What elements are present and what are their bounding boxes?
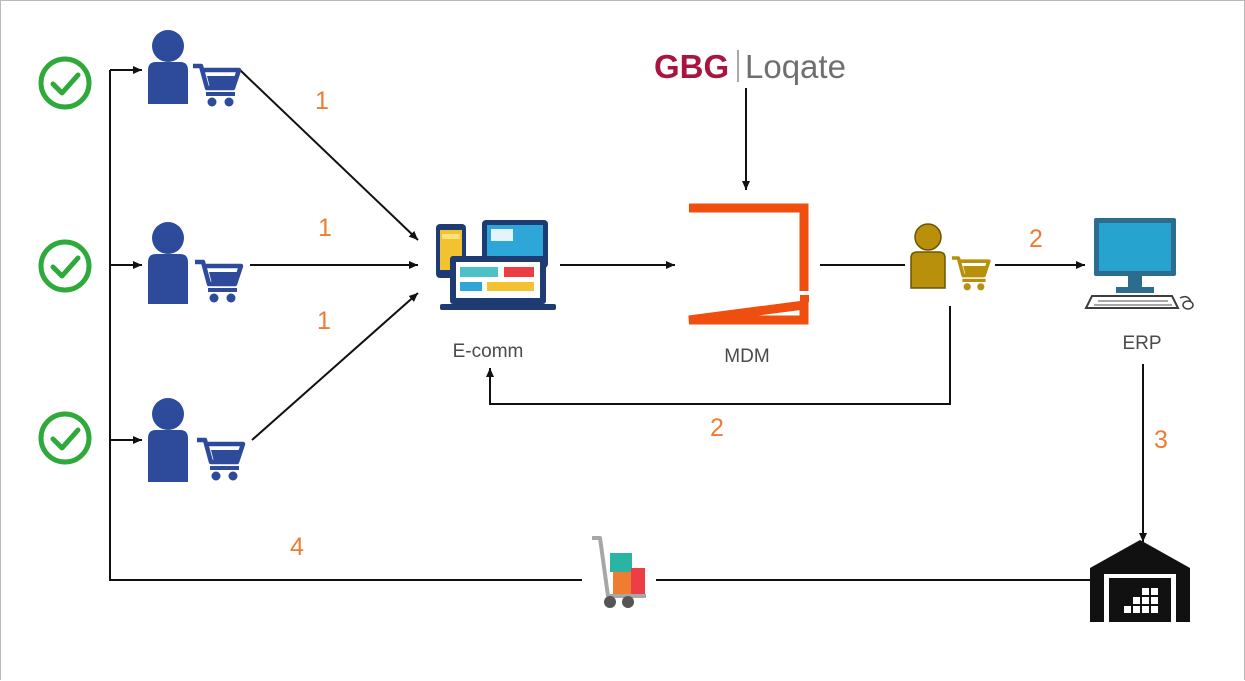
brand-secondary: Loqate [745,48,846,85]
check-circle-icon [38,411,92,465]
gbg-loqate-logo: GBG Loqate [654,48,846,85]
check-circle-icon [38,239,92,293]
customer-cart-icon [148,222,241,304]
mdm-label: MDM [724,346,769,367]
customer-cart-icon [910,223,991,293]
step-labels: 1 1 1 2 2 3 4 [290,87,1168,561]
flow-delivery-to-customers [109,70,1090,581]
erp-label: ERP [1122,333,1161,354]
step-label: 1 [315,87,329,115]
customer-cart-icon [148,30,239,107]
brand-primary: GBG [654,48,729,85]
flow-customer-top-to-ecomm [239,69,419,241]
flow-customer-bottom-to-ecomm [251,292,419,441]
flow-validated-customer-back-to-ecomm [486,306,951,405]
customer-cart-icon [148,398,243,482]
step-label: 3 [1154,426,1168,454]
connectors [109,66,1147,581]
step-label: 4 [290,533,304,561]
step-label: 2 [710,414,724,442]
hand-truck-icon [582,528,656,612]
devices-icon [436,220,556,310]
ecomm-label: E-comm [453,341,524,362]
step-label: 1 [317,307,331,335]
step-label: 2 [1029,225,1043,253]
step-label: 1 [318,214,332,242]
warehouse-icon [1090,540,1190,622]
desktop-computer-icon [1084,218,1194,310]
mdm-frame-icon [688,203,809,325]
check-circle-icon [38,56,92,110]
